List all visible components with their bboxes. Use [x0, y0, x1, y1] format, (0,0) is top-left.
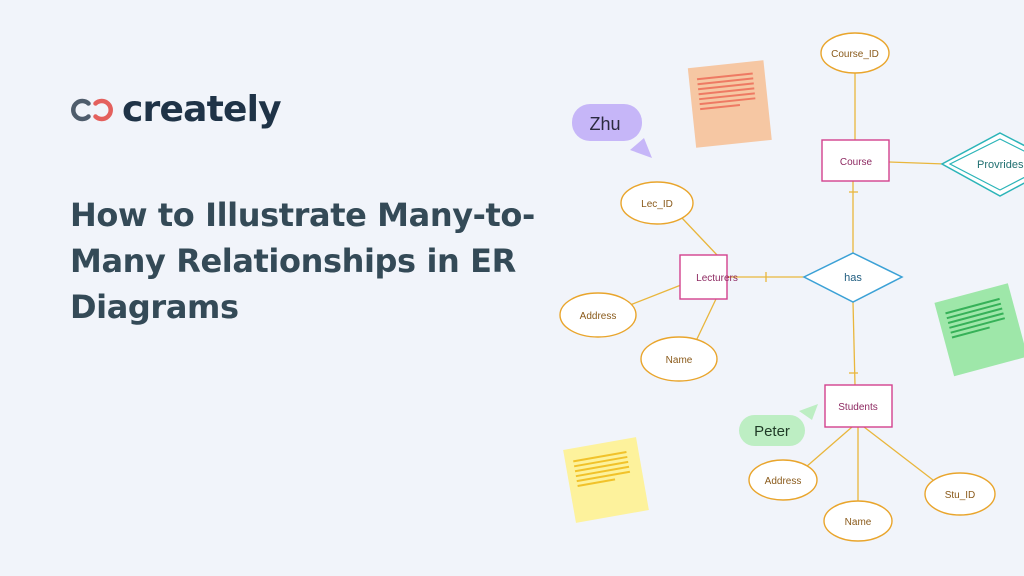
connector-students-address	[805, 426, 853, 468]
attribute-student-address[interactable]	[748, 459, 818, 501]
attribute-lecturer-name-label: Name	[666, 355, 693, 366]
collaborator-cursor-peter: Peter	[739, 404, 818, 446]
relationship-provides-label: Provrides	[977, 159, 1024, 171]
sticky-note-yellow-lines	[573, 451, 631, 488]
relationship-provides-outer	[940, 132, 1024, 197]
page-title-line-2: Many Relationships in ER	[70, 242, 516, 280]
cursor-pointer-icon	[799, 404, 818, 420]
connector-lecturers-lecid	[681, 217, 718, 256]
attribute-student-name-label: Name	[845, 517, 872, 528]
sticky-note-orange-lines	[696, 72, 756, 111]
attribute-stu-id[interactable]	[924, 472, 996, 516]
sticky-note-green-lines	[945, 297, 1006, 339]
creately-logo: creately	[70, 89, 282, 130]
cursor-pointer-icon	[630, 138, 652, 158]
entity-lecturers[interactable]	[679, 254, 728, 300]
connector-has-students	[852, 301, 856, 386]
entity-students-label: Students	[838, 402, 877, 413]
page-title-line-1: How to Illustrate Many-to-	[70, 196, 535, 234]
attribute-stu-id-label: Stu_ID	[945, 490, 976, 501]
collaborator-zhu-name: Zhu	[589, 114, 620, 134]
connector-course-provides	[888, 161, 946, 165]
attribute-student-address-label: Address	[765, 476, 802, 487]
entity-lecturers-label: Lecturers	[696, 273, 738, 284]
connector-lecturers-name	[695, 298, 717, 342]
attribute-lecturer-address-label: Address	[580, 311, 617, 322]
relationship-provides[interactable]: Provrides	[940, 132, 1024, 197]
connector-students-stuid	[863, 426, 934, 481]
page-title-line-3: Diagrams	[70, 288, 239, 326]
attribute-course-id[interactable]	[820, 32, 890, 74]
collaborator-peter-name: Peter	[754, 423, 790, 440]
connector-lecturers-address	[629, 284, 682, 306]
entity-course[interactable]	[821, 139, 890, 182]
page-title: How to Illustrate Many-to- Many Relation…	[70, 192, 550, 330]
creately-logo-icon	[71, 98, 113, 122]
entity-course-label: Course	[840, 157, 873, 168]
diagram-connectors	[629, 73, 946, 501]
entity-students[interactable]	[824, 384, 893, 428]
attribute-student-name[interactable]	[823, 500, 893, 542]
sticky-note-yellow[interactable]	[563, 437, 649, 523]
attribute-course-id-label: Course_ID	[831, 49, 879, 60]
collaborator-zhu-badge	[572, 104, 642, 141]
relationship-provides-inner	[948, 138, 1024, 191]
attribute-lecturer-address[interactable]	[559, 292, 637, 338]
sticky-note-green[interactable]	[934, 283, 1024, 377]
relationship-has[interactable]	[802, 252, 904, 303]
attribute-lec-id-label: Lec_ID	[641, 199, 673, 210]
brand-name: creately	[122, 89, 282, 130]
collaborator-cursor-zhu: Zhu	[572, 104, 652, 158]
collaborator-peter-badge	[739, 415, 805, 446]
attribute-lec-id[interactable]	[620, 181, 694, 225]
sticky-note-orange[interactable]	[687, 60, 772, 148]
attribute-lecturer-name[interactable]	[640, 336, 718, 382]
relationship-has-label: has	[844, 272, 862, 284]
